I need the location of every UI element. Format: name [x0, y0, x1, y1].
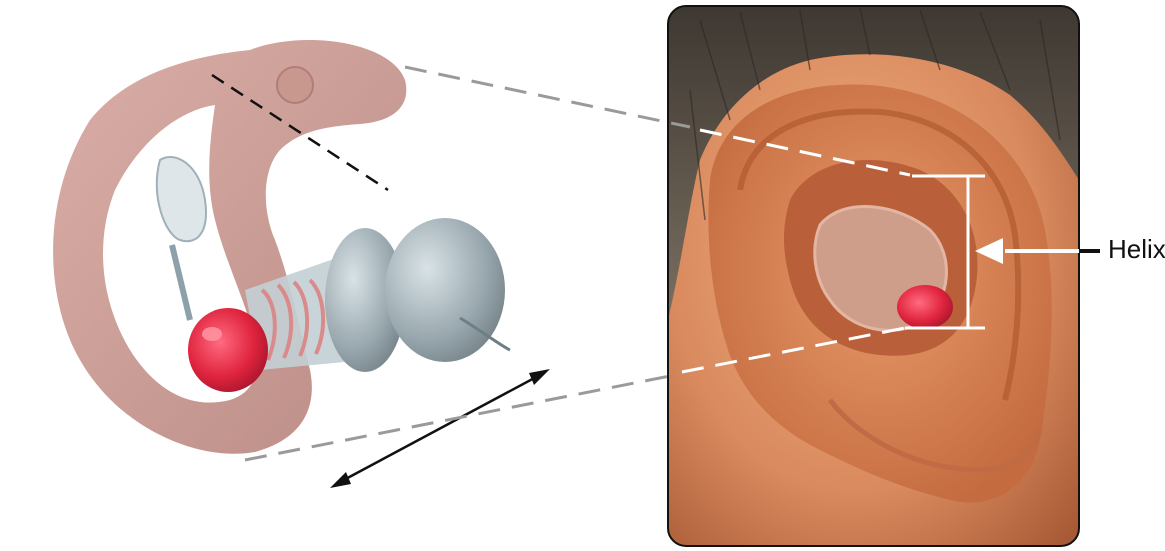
connector-dash-top — [405, 67, 690, 127]
earplug-tip-highlight — [202, 327, 222, 341]
earplug-logo-emboss — [277, 67, 313, 103]
helix-label: Helix — [1108, 234, 1165, 264]
double-arrow-icon — [330, 369, 550, 488]
ear-earplug-red-tip — [897, 285, 953, 329]
earplug-front-dome — [385, 218, 505, 362]
earplug-illustration — [53, 40, 510, 454]
earplug-red-tip — [188, 308, 268, 392]
ear-photo — [668, 6, 1079, 546]
